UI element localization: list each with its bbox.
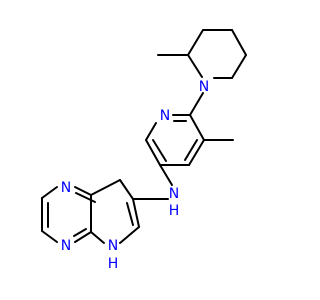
pyrrole-ring [90,179,140,244]
bond [184,139,198,161]
bond [74,231,92,243]
amine-h-label: H [169,203,180,219]
bond [145,122,157,141]
bond [75,192,96,203]
pyridine-ring [145,114,205,166]
molecule-canvas: N N N H N N N H [41,29,247,272]
bond [159,164,173,186]
bond [74,186,92,196]
bond [119,226,140,244]
structure-diagram: N N N H N N N H [41,29,247,272]
bond [231,54,247,79]
bond [152,139,167,162]
pyrazine-n-top-label: N [61,180,71,196]
pyrazine-n-bottom-label: N [61,238,71,254]
piperidine-ring [157,29,247,79]
bond [187,29,204,56]
bond [41,230,58,243]
bond [188,139,205,166]
pyrrole-n-label: N [108,238,118,254]
bond [90,231,105,244]
bond [126,202,134,226]
bond [145,139,161,166]
bond [119,179,134,200]
bond [189,92,204,116]
bond [231,29,247,56]
pyrazine-ring [41,186,96,243]
bond [187,54,203,78]
bond [90,179,121,196]
bond [189,114,205,141]
piperidine-n-label: N [199,79,209,95]
amine-n-label: N [169,186,179,202]
bond [41,186,58,199]
pyrrole-h-label: H [108,256,119,272]
bond [73,228,87,237]
bond [132,198,140,228]
pyridine-n-label: N [160,108,170,124]
